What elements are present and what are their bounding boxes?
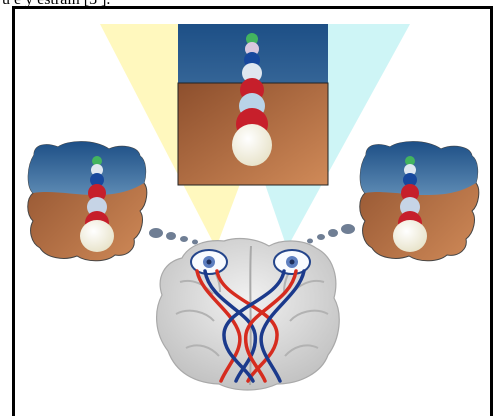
center-scene [178,24,328,185]
right-dotted-link [307,224,355,244]
left-dotted-link [149,228,198,245]
right-eye-view [360,142,479,261]
brain-icon [157,239,340,390]
left-eye-view [28,142,147,261]
